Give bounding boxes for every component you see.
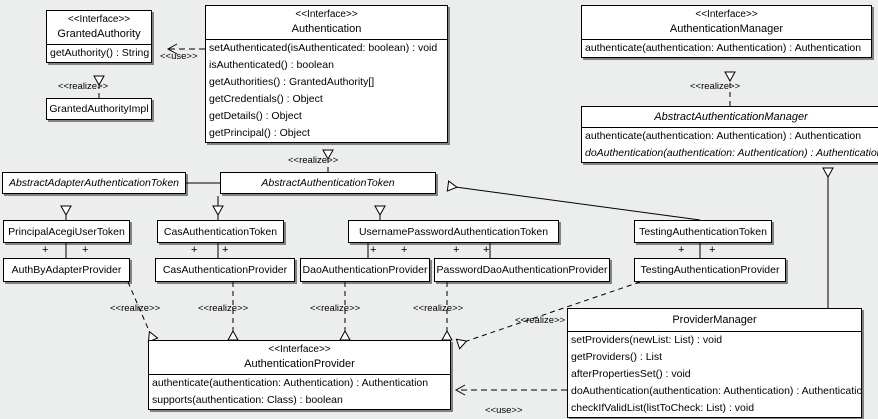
class-provider-manager[interactable]: ProviderManager setProviders(newList: Li… (567, 308, 862, 418)
class-abstract-adapter-authentication-token[interactable]: AbstractAdapterAuthenticationToken (2, 172, 186, 194)
class-header: <<Interface>> GrantedAuthority (47, 11, 151, 44)
operations-compartment: authenticate(authentication: Authenticat… (149, 374, 450, 409)
class-name: GrantedAuthority (57, 28, 141, 40)
class-name: Authentication (291, 23, 362, 35)
operation-item: setProviders(newList: List) : void (571, 334, 723, 346)
edge-label-use-provider-manager: <<use>> (485, 405, 523, 416)
stereotype-label: <<Interface>> (268, 344, 331, 355)
class-auth-by-adapter-provider[interactable]: AuthByAdapterProvider (3, 258, 130, 282)
edge-label-realize-abstract-authentication-token: <<realize>> (288, 155, 339, 166)
association-multiplicity-plus: + (82, 244, 89, 256)
association-multiplicity-plus: + (191, 244, 198, 256)
class-name: AuthenticationProvider (244, 358, 355, 370)
stereotype-label: <<Interface>> (67, 14, 131, 25)
class-username-password-authentication-token[interactable]: UsernamePasswordAuthenticationToken (348, 220, 559, 243)
class-name: AbstractAuthenticationToken (261, 177, 395, 189)
operations-compartment: authenticate(authentication: Authenticat… (582, 127, 878, 162)
class-name: TestingAuthenticationToken (639, 225, 767, 238)
class-authentication-manager[interactable]: <<Interface>> AuthenticationManager auth… (581, 5, 872, 58)
class-name: AbstractAuthenticationManager (654, 111, 808, 123)
association-multiplicity-plus: + (42, 244, 49, 256)
class-name: PasswordDaoAuthenticationProvider (436, 264, 608, 276)
class-name: AbstractAdapterAuthenticationToken (8, 177, 180, 189)
class-cas-authentication-provider[interactable]: CasAuthenticationProvider (155, 258, 295, 282)
operations-compartment: getAuthority() : String (47, 44, 151, 62)
operation-item: authenticate(authentication: Authenticat… (585, 130, 862, 142)
operation-item: doAuthentication(authentication: Authent… (585, 147, 878, 159)
class-principal-acegi-user-token[interactable]: PrincipalAcegiUserToken (3, 220, 130, 243)
class-name: GrantedAuthorityImpl (49, 103, 149, 115)
class-abstract-authentication-token[interactable]: AbstractAuthenticationToken (220, 172, 436, 194)
operation-item: getDetails() : Object (209, 110, 302, 122)
operation-item: doAuthentication(authentication: Authent… (571, 385, 861, 397)
class-granted-authority[interactable]: <<Interface>> GrantedAuthority getAuthor… (46, 10, 152, 63)
operation-item: getPrincipal() : Object (209, 127, 310, 139)
association-multiplicity-plus: + (222, 244, 229, 256)
edge-label-use-granted-authority: <<use>> (160, 51, 198, 62)
edge-label-realize-dao-provider: <<realize>> (310, 303, 361, 314)
class-testing-authentication-provider[interactable]: TestingAuthenticationProvider (634, 258, 786, 282)
class-header: <<Interface>> Authentication (206, 6, 447, 39)
operation-item: authenticate(authentication: Authenticat… (585, 42, 862, 54)
association-multiplicity-plus: + (370, 244, 377, 256)
class-name: TestingAuthenticationProvider (640, 264, 780, 276)
class-cas-authentication-token[interactable]: CasAuthenticationToken (157, 220, 284, 243)
association-multiplicity-plus: + (401, 244, 408, 256)
class-abstract-authentication-manager[interactable]: AbstractAuthenticationManager authentica… (581, 106, 878, 163)
operation-item: afterPropertiesSet() : void (571, 368, 691, 380)
class-header: <<Interface>> AuthenticationManager (582, 6, 871, 39)
class-granted-authority-impl[interactable]: GrantedAuthorityImpl (46, 98, 152, 120)
operation-item: getAuthorities() : GrantedAuthority[] (209, 76, 375, 88)
operation-item: authenticate(authentication: Authenticat… (152, 377, 429, 389)
association-multiplicity-plus: + (483, 244, 490, 256)
class-name: AuthByAdapterProvider (11, 264, 122, 276)
class-name: CasAuthenticationToken (163, 225, 278, 238)
edge-label-realize-granted-authority-impl: <<realize>> (58, 81, 109, 92)
operations-compartment: authenticate(authentication: Authenticat… (582, 39, 871, 57)
operation-item: getAuthority() : String (50, 47, 150, 59)
stereotype-label: <<Interface>> (695, 9, 758, 20)
edge-label-realize-auth-by-adapter: <<realize>> (110, 303, 161, 314)
class-name: AuthenticationManager (669, 23, 784, 35)
stereotype-label: <<Interface>> (295, 9, 358, 20)
operation-item: getProviders() : List (571, 351, 663, 363)
association-multiplicity-plus: + (709, 244, 716, 256)
edge-label-realize-testing-provider: <<realize>> (515, 315, 566, 326)
operations-compartment: setProviders(newList: List) : void getPr… (568, 331, 861, 417)
operation-item: supports(authentication: Class) : boolea… (152, 394, 343, 406)
class-password-dao-authentication-provider[interactable]: PasswordDaoAuthenticationProvider (434, 258, 610, 282)
class-dao-authentication-provider[interactable]: DaoAuthenticationProvider (300, 258, 430, 282)
association-multiplicity-plus: + (678, 244, 685, 256)
edge-label-realize-password-dao-provider: <<realize>> (413, 303, 464, 314)
operation-item: setAuthenticated(isAuthenticated: boolea… (209, 42, 438, 54)
operations-compartment: setAuthenticated(isAuthenticated: boolea… (206, 39, 447, 142)
class-testing-authentication-token[interactable]: TestingAuthenticationToken (634, 220, 772, 243)
class-name: CasAuthenticationProvider (162, 264, 288, 276)
operation-item: getCredentials() : Object (209, 93, 323, 105)
edge-label-realize-cas-provider: <<realize>> (198, 303, 249, 314)
class-name: DaoAuthenticationProvider (302, 264, 428, 276)
operation-item: checkIfValidList(listToCheck: List) : vo… (571, 402, 755, 414)
class-name: UsernamePasswordAuthenticationToken (358, 225, 549, 238)
class-header: <<Interface>> AuthenticationProvider (149, 341, 450, 374)
class-header: ProviderManager (568, 309, 861, 331)
class-authentication-provider[interactable]: <<Interface>> AuthenticationProvider aut… (148, 340, 451, 410)
class-name: PrincipalAcegiUserToken (8, 225, 125, 238)
class-header: AbstractAuthenticationManager (582, 107, 878, 127)
class-name: ProviderManager (672, 314, 757, 326)
edge-label-realize-abstract-authentication-manager: <<realize>> (690, 81, 741, 92)
operation-item: isAuthenticated() : boolean (209, 59, 334, 71)
class-authentication[interactable]: <<Interface>> Authentication setAuthenti… (205, 5, 448, 143)
association-multiplicity-plus: + (453, 244, 460, 256)
